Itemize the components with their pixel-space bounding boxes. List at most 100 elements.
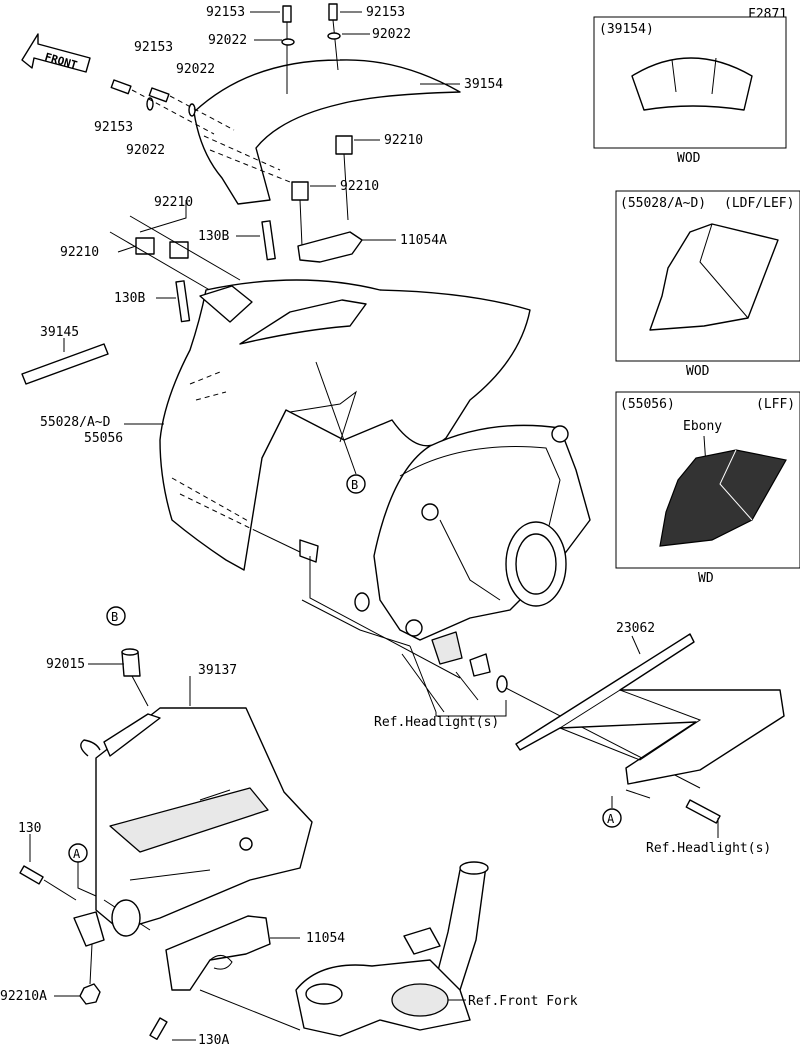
label-ref-a-left: A — [73, 847, 81, 861]
label-bolt-left-b: 92153 — [134, 40, 173, 55]
bolt-130-icon — [19, 865, 44, 885]
bracket-11054-part — [165, 915, 271, 991]
collar-icon — [469, 653, 491, 677]
grommet-right-a-icon — [335, 135, 353, 155]
label-cowl-a: 55028/A~D — [40, 415, 111, 430]
front-arrow: FRONT — [21, 33, 91, 73]
bolt-left-b-icon — [148, 87, 170, 103]
washer-small-icon — [496, 675, 508, 693]
ref-b-top-circle — [346, 474, 366, 494]
label-ref-headlight-center: Ref.Headlight(s) — [374, 715, 499, 730]
label-bolt-130b-a: 130B — [198, 229, 229, 244]
windshield-dashes — [203, 135, 291, 183]
label-bolt-top-b: 92153 — [366, 5, 405, 20]
headlight-housing — [373, 424, 591, 641]
headlight-mount-left — [421, 503, 439, 521]
bolt-top-a — [282, 5, 292, 94]
bracket-23062-group — [515, 633, 785, 824]
inset-cowl-ldf: (55028/A~D) (LDF/LEF) WOD — [615, 190, 800, 379]
stay-mount-ring — [111, 899, 141, 937]
inset-windshield-color: WOD — [677, 151, 701, 166]
inset-windshield-code: (39154) — [599, 22, 654, 37]
label-ref-b-top: B — [351, 478, 358, 492]
stay-crossbar — [109, 787, 269, 853]
inset-cowl-lff: (55056) (LFF) Ebony WD — [615, 391, 800, 586]
clip-icon — [299, 539, 319, 563]
headlight-bolt-icon — [685, 799, 721, 824]
bolt-top-b — [328, 3, 339, 71]
label-bracket-11054a: 11054A — [400, 233, 447, 248]
label-nut-92210a: 92210A — [0, 989, 47, 1004]
inset-cowl-lff-color: WD — [698, 571, 714, 586]
bolt-top-a-icon — [282, 5, 292, 23]
stay-group — [19, 648, 313, 1005]
label-cowl-b: 55056 — [84, 431, 123, 446]
inset-cowl-lff-code: (55056) — [620, 397, 675, 412]
grommet-icon — [431, 631, 463, 665]
cowl-vent — [239, 299, 367, 345]
inset-windshield-part — [631, 57, 753, 111]
leader-lines — [29, 11, 719, 1041]
inset-cowl-lff-model: (LFF) — [756, 397, 795, 412]
front-arrow-shape — [21, 33, 91, 73]
label-grommet-left-b: 92210 — [60, 245, 99, 260]
callout-labels: 92153 92153 92022 92022 92153 92022 9215… — [0, 5, 771, 1047]
label-collar: 92015 — [46, 657, 85, 672]
label-strip: 39145 — [40, 325, 79, 340]
bolt-top-b-icon — [328, 3, 338, 21]
grommet-left-a-icon — [135, 237, 155, 255]
bolt-130b-b-icon — [175, 280, 191, 323]
headlight-mount-bottom — [405, 619, 423, 637]
washer-icon — [354, 592, 370, 612]
label-bolt-130: 130 — [18, 821, 41, 836]
inset-cowl-ldf-model: (LDF/LEF) — [724, 196, 794, 211]
label-bolt-left-a: 92153 — [94, 120, 133, 135]
fork-clamp — [295, 959, 471, 1037]
ref-b-bottom-circle — [106, 606, 126, 626]
label-bracket-11054: 11054 — [306, 931, 345, 946]
label-windshield: 39154 — [464, 77, 503, 92]
label-ref-front-fork: Ref.Front Fork — [468, 994, 578, 1009]
inset-windshield-lines — [671, 57, 717, 95]
strip-part — [21, 343, 109, 385]
bolt-130b-a-icon — [261, 220, 276, 261]
inset-windshield: (39154) WOD — [593, 16, 787, 166]
label-ref-b-bottom: B — [111, 610, 118, 624]
inset-cowl-ldf-lines — [699, 223, 749, 319]
nut-92210a-icon — [79, 983, 101, 1005]
washer-top-a-icon — [281, 38, 295, 46]
label-grommet-left-a: 92210 — [154, 195, 193, 210]
label-stay: 39137 — [198, 663, 237, 678]
bracket-23062-part — [515, 633, 785, 785]
grommet-right-b-icon — [291, 181, 309, 201]
label-grommet-right-b: 92210 — [340, 179, 379, 194]
bolt-130a-icon — [149, 1017, 168, 1041]
inset-cowl-lff-lines — [719, 449, 753, 521]
washer-top-b-icon — [327, 32, 341, 40]
label-grommet-right-a: 92210 — [384, 133, 423, 148]
label-bolt-130a: 130A — [198, 1033, 229, 1047]
headlight-group — [301, 424, 701, 789]
label-bolt-130b-b: 130B — [114, 291, 145, 306]
lower-group — [149, 861, 489, 1041]
headlight-mount-top — [551, 425, 569, 443]
label-washer-left-b: 92022 — [176, 62, 215, 77]
label-washer-top-a: 92022 — [208, 33, 247, 48]
ref-a-left-circle — [68, 843, 88, 863]
label-bracket-23062: 23062 — [616, 621, 655, 636]
inset-cowl-ldf-color: WOD — [686, 364, 710, 379]
inset-cowl-lff-note: Ebony — [683, 419, 722, 434]
cowl-mount — [199, 285, 253, 323]
bracket-11054a-part — [297, 231, 363, 263]
ref-a-right-circle — [602, 808, 622, 828]
windshield-part — [193, 59, 461, 205]
washer-left-b-icon — [188, 103, 196, 117]
windshield-group — [109, 3, 461, 323]
label-washer-top-b: 92022 — [372, 27, 411, 42]
label-ref-headlight-right: Ref.Headlight(s) — [646, 841, 771, 856]
bolt-left-a-icon — [110, 79, 132, 95]
label-washer-left-a: 92022 — [126, 143, 165, 158]
inset-cowl-ldf-code: (55028/A~D) — [620, 196, 706, 211]
